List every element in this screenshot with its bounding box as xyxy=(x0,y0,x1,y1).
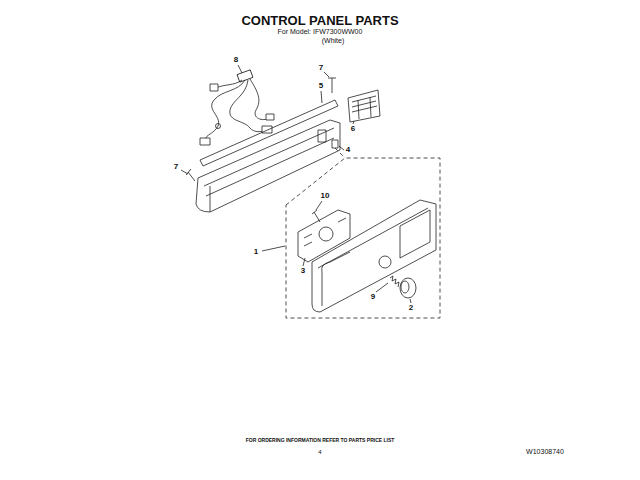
callout-number: 9 xyxy=(371,293,375,302)
callout-number: 7 xyxy=(174,163,178,172)
knob xyxy=(400,278,416,298)
spring xyxy=(390,276,399,287)
callout-number: 3 xyxy=(301,267,305,276)
leader-line xyxy=(181,65,411,303)
callout-number: 4 xyxy=(346,146,350,155)
control-module xyxy=(348,90,380,122)
group-outline xyxy=(286,158,440,318)
rail xyxy=(200,100,338,166)
callout-number: 10 xyxy=(321,192,330,201)
callout-number: 5 xyxy=(319,82,323,91)
console-back-panel xyxy=(196,120,340,212)
document-number: W10308740 xyxy=(526,448,564,456)
page-number: 4 xyxy=(318,449,321,456)
wire-harness xyxy=(200,70,274,145)
screw xyxy=(312,210,320,222)
callout-number: 8 xyxy=(234,56,238,65)
callout-number: 6 xyxy=(351,125,355,134)
control-board xyxy=(298,210,350,262)
model-text: For Model: IFW7300WW00 xyxy=(278,28,363,36)
clip xyxy=(332,140,338,148)
callout-number: 7 xyxy=(319,64,323,73)
callout-number: 2 xyxy=(409,304,413,313)
screw xyxy=(186,78,336,181)
callout-number: 1 xyxy=(254,248,258,257)
color-text: (White) xyxy=(322,37,345,45)
footer-note: FOR ORDERING INFORMATION REFER TO PARTS … xyxy=(246,438,395,444)
diagram-title: CONTROL PANEL PARTS xyxy=(241,14,398,28)
